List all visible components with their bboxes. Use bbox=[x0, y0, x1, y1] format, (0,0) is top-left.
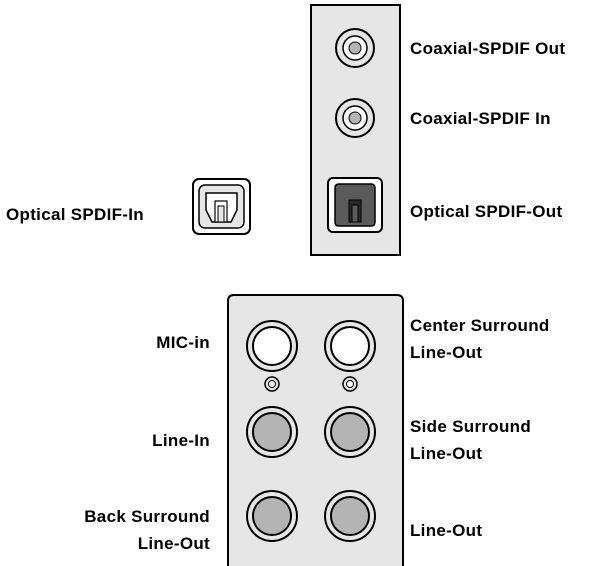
line-out-label: Line-Out bbox=[410, 521, 482, 540]
coaxial-spdif-in-jack bbox=[335, 98, 375, 138]
side-surround-label-line2: Line-Out bbox=[410, 444, 482, 463]
line-in-label: Line-In bbox=[152, 431, 210, 450]
back-surround-label-line2: Line-Out bbox=[138, 534, 210, 553]
optical-spdif-in-label: Optical SPDIF-In bbox=[6, 205, 144, 224]
line-in-jack bbox=[246, 406, 298, 458]
coaxial-spdif-in-label: Coaxial-SPDIF In bbox=[410, 109, 551, 128]
indicator-led-left bbox=[264, 376, 280, 392]
indicator-led-right bbox=[342, 376, 358, 392]
optical-spdif-out-label: Optical SPDIF-Out bbox=[410, 202, 562, 221]
back-surround-jack bbox=[246, 490, 298, 542]
audio-jack-panel: MIC-in Line-In Back Surround Line-Out Ce… bbox=[84, 294, 550, 566]
center-surround-label-line2: Line-Out bbox=[410, 343, 482, 362]
coaxial-spdif-out-jack bbox=[335, 28, 375, 68]
mic-in-label: MIC-in bbox=[156, 333, 210, 352]
mic-in-jack bbox=[246, 320, 298, 372]
side-surround-label-line1: Side Surround bbox=[410, 417, 531, 436]
side-surround-jack bbox=[324, 406, 376, 458]
back-surround-label-line1: Back Surround bbox=[84, 507, 210, 526]
center-surround-label-line1: Center Surround bbox=[410, 316, 550, 335]
optical-spdif-out-port bbox=[327, 177, 383, 233]
center-surround-jack bbox=[324, 320, 376, 372]
optical-spdif-in-port bbox=[192, 178, 251, 235]
spdif-panel: Coaxial-SPDIF Out Coaxial-SPDIF In Optic… bbox=[310, 4, 565, 256]
coaxial-spdif-out-label: Coaxial-SPDIF Out bbox=[410, 39, 565, 58]
line-out-jack bbox=[324, 490, 376, 542]
